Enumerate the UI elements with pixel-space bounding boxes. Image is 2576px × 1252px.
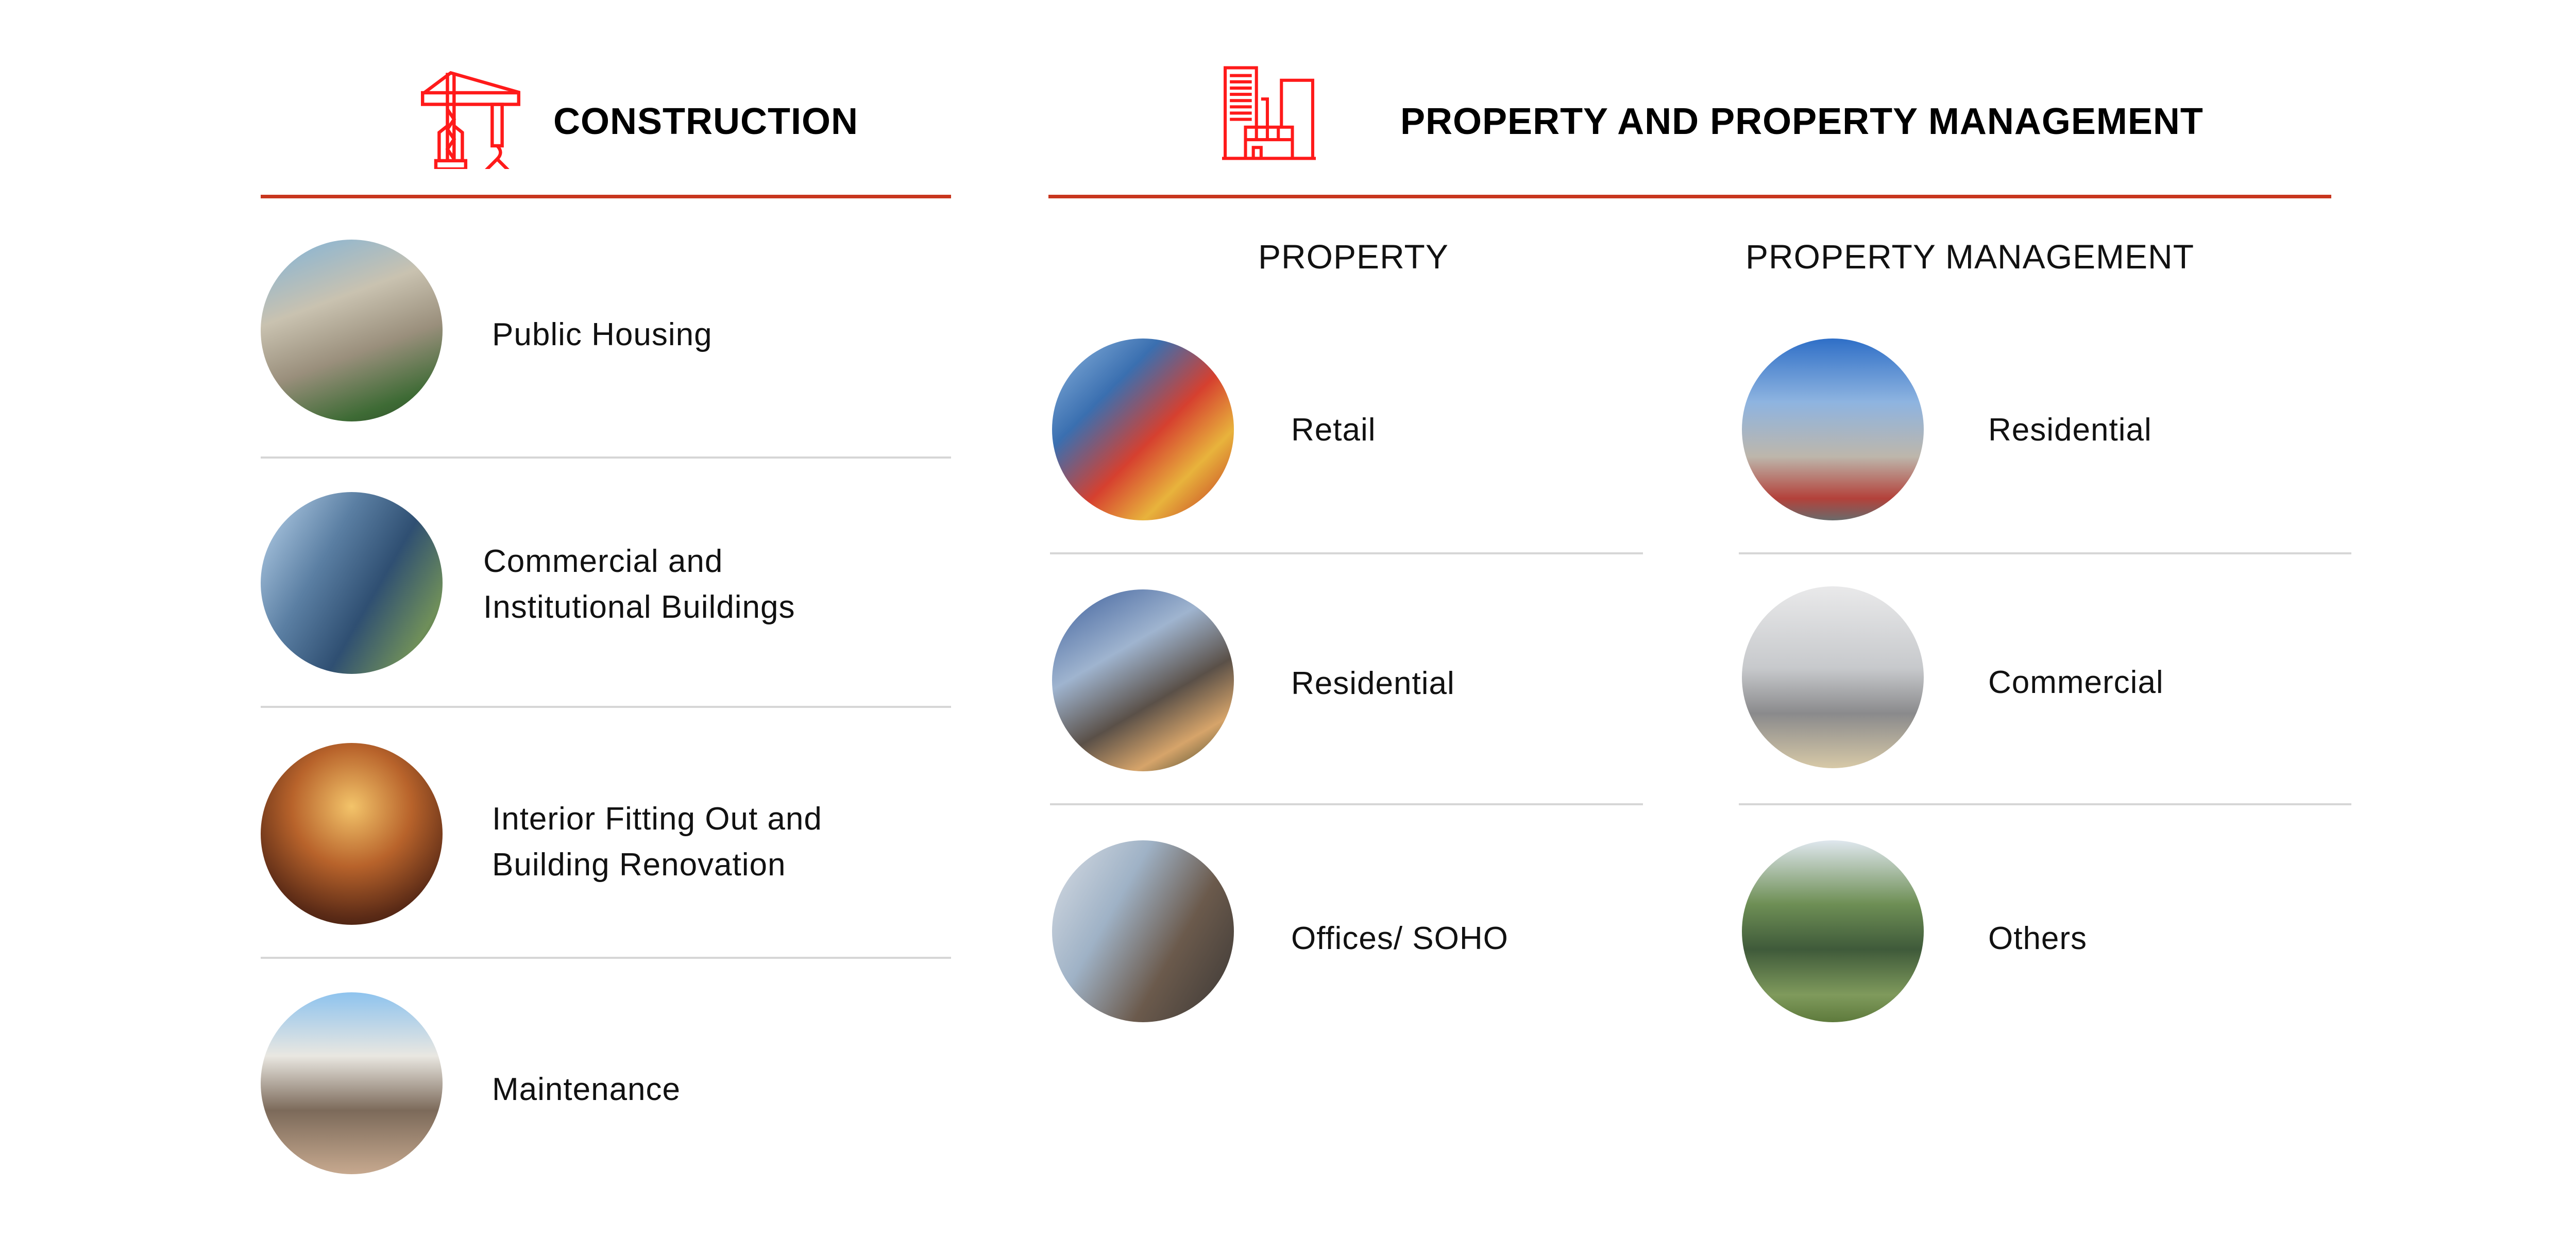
crane-icon (421, 71, 520, 169)
management-item-label: Others (1988, 921, 2088, 956)
maintenance-image (261, 992, 443, 1174)
property-section-title: PROPERTY AND PROPERTY MANAGEMENT (1400, 101, 2204, 142)
property-item-label: Retail (1291, 412, 1376, 448)
residential-management-image (1742, 339, 1924, 520)
management-item-label: Commercial (1988, 665, 2164, 700)
construction-item-label: Public Housing (492, 317, 713, 352)
property-item-label: Residential (1291, 666, 1455, 701)
construction-title: CONSTRUCTION (553, 101, 858, 142)
commercial-institutional-image (261, 492, 443, 674)
offices-soho-image (1052, 840, 1234, 1022)
others-management-image (1742, 840, 1924, 1022)
property-item-label: Offices/ SOHO (1291, 921, 1509, 956)
interior-fitting-image (261, 743, 443, 925)
property-heading: PROPERTY (1258, 238, 1449, 276)
construction-item-label: Commercial and (483, 544, 723, 579)
retail-image (1052, 339, 1234, 520)
public-housing-image (261, 240, 443, 421)
divider (1739, 803, 2351, 805)
residential-property-image (1052, 589, 1234, 771)
construction-item-label: Maintenance (492, 1072, 681, 1107)
divider (1050, 803, 1643, 805)
divider (1739, 552, 2351, 554)
property-management-heading: PROPERTY MANAGEMENT (1745, 238, 2195, 276)
management-item-label: Residential (1988, 412, 2152, 448)
divider (261, 957, 951, 959)
divider (1050, 552, 1643, 554)
divider (261, 456, 951, 459)
commercial-management-image (1742, 586, 1924, 768)
divider (261, 706, 951, 708)
construction-item-label: Interior Fitting Out and (492, 801, 822, 837)
construction-underline (261, 195, 951, 198)
property-underline (1048, 195, 2331, 198)
buildings-icon (1222, 66, 1316, 160)
construction-item-label: Institutional Buildings (483, 589, 795, 625)
construction-item-label: Building Renovation (492, 847, 786, 883)
